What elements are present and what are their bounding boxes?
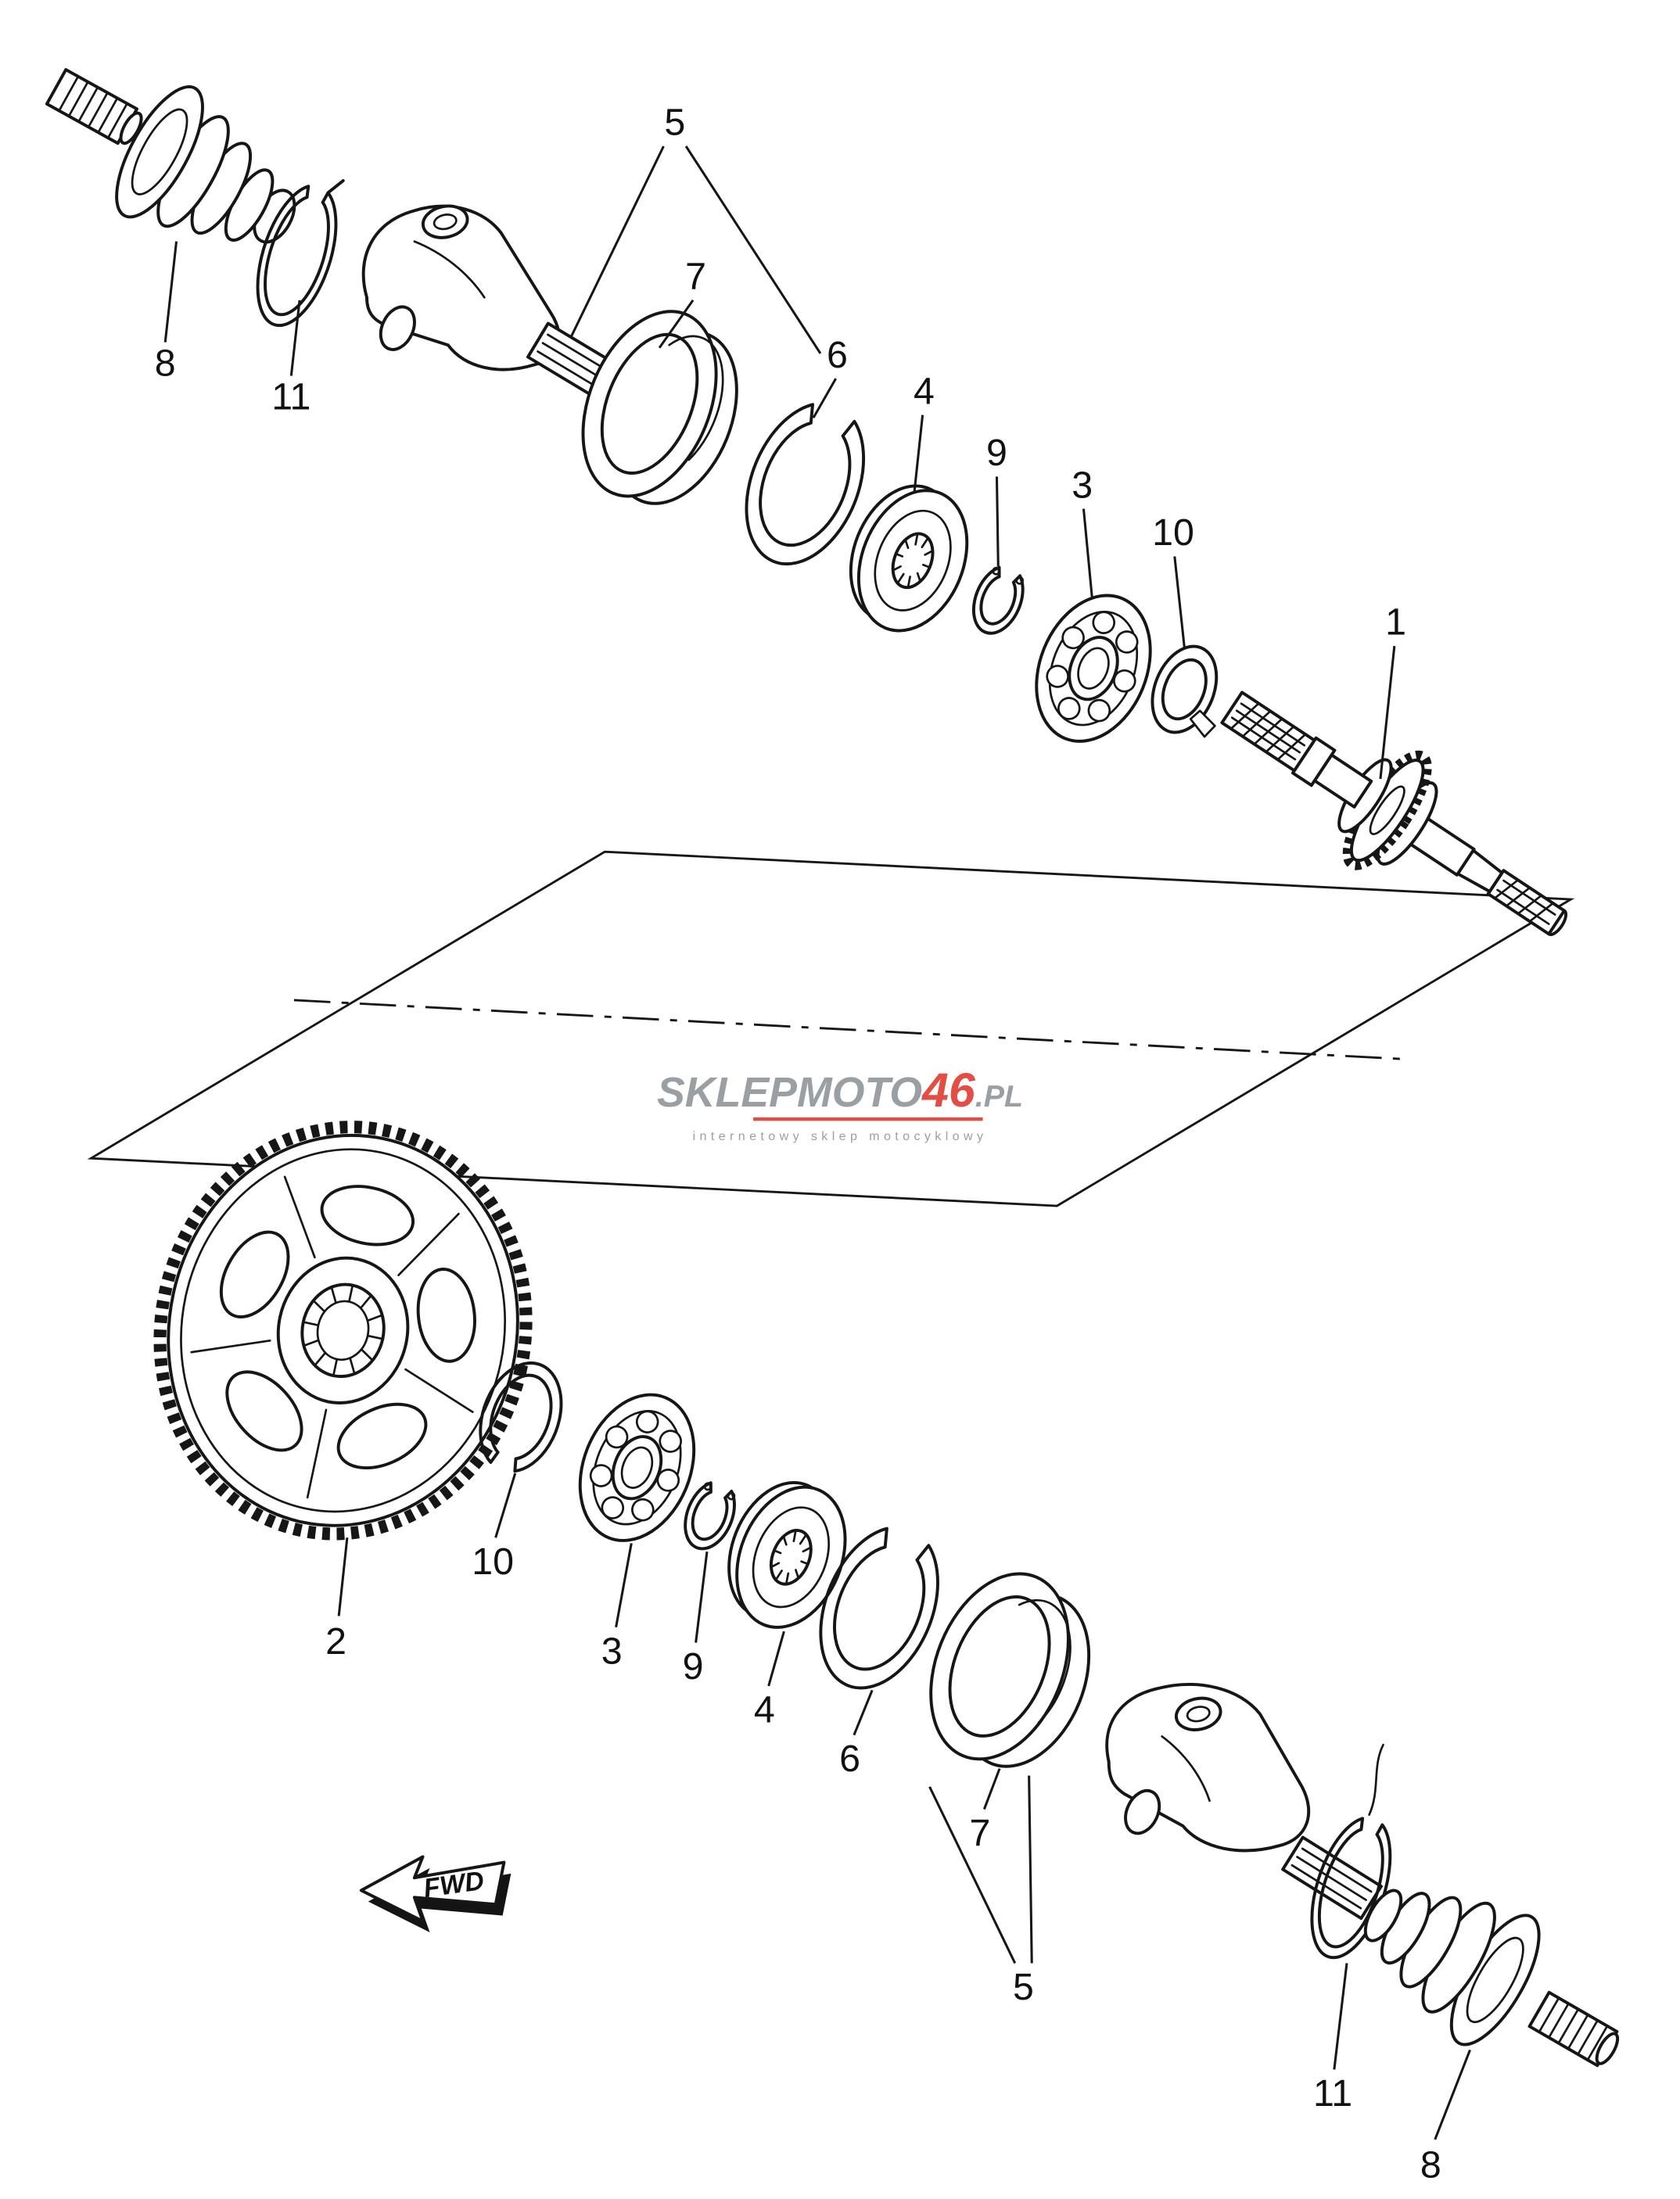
leader-top-5 (569, 145, 822, 354)
leader-top-9 (995, 476, 1000, 567)
leader-bottom-9 (695, 1551, 709, 1643)
leader-top-7 (658, 300, 695, 349)
callout-top-9: 9 (986, 432, 1007, 474)
gear-cutout (336, 1402, 428, 1469)
leader-bottom-5 (928, 1775, 1033, 1964)
callout-bottom-2: 2 (325, 1620, 346, 1663)
gear-cutout (219, 1230, 290, 1318)
part-snap-ring-top (971, 565, 1025, 635)
callout-bottom-3: 3 (601, 1630, 623, 1672)
part-ball-bearing-top (1035, 594, 1152, 743)
gear-cutout (416, 1268, 476, 1363)
part-snap-ring-bottom (684, 1481, 736, 1551)
leader-top-1 (1379, 645, 1396, 780)
part-split-ring-bottom (819, 1526, 939, 1690)
leader-top-11 (289, 300, 301, 376)
callout-top-5: 5 (664, 102, 685, 144)
callout-top-11: 11 (271, 376, 311, 418)
leader-top-4 (913, 414, 924, 494)
callout-top-6: 6 (827, 334, 848, 376)
part-final-driven-gear (153, 1121, 533, 1541)
leader-bottom-11 (1333, 1963, 1348, 2070)
fwd-arrow-body (359, 1855, 506, 1923)
part-universal-joint-bottom (1105, 1683, 1383, 1921)
leader-bottom-7 (982, 1768, 1001, 1810)
leader-bottom-8 (1434, 2049, 1471, 2140)
callout-bottom-11: 11 (1313, 2072, 1352, 2115)
part-spring-washer-bottom (1310, 1743, 1392, 1960)
part-coupling-stub-top (45, 68, 143, 145)
joint-ear-hole-top (379, 305, 416, 351)
part-coupling-stub-bottom (1527, 1990, 1620, 2068)
callout-top-3: 3 (1072, 464, 1093, 506)
callout-bottom-6: 6 (839, 1738, 860, 1780)
leader-bottom-6 (853, 1689, 874, 1736)
callout-bottom-5: 5 (1013, 1966, 1034, 2008)
leader-bottom-3 (615, 1543, 633, 1628)
part-boot-top (115, 84, 296, 244)
part-ball-bearing-bottom (578, 1393, 696, 1542)
gear-cutout (320, 1185, 415, 1247)
part-tab-washer-top (1151, 644, 1219, 738)
callout-bottom-4: 4 (754, 1689, 775, 1731)
watermark-brand-suffix: .PL (975, 1079, 1023, 1114)
callout-top-8: 8 (155, 343, 176, 385)
leader-top-6 (812, 378, 837, 419)
callout-top-7: 7 (685, 256, 706, 298)
callout-bottom-7: 7 (970, 1812, 991, 1854)
leader-bottom-10 (494, 1473, 517, 1538)
part-split-ring-top (745, 403, 866, 566)
watermark-brand-red: 46 (921, 1064, 976, 1117)
callout-labels: 8 11 5 7 6 4 9 3 10 1 2 10 3 9 4 6 7 5 1… (155, 102, 1441, 2186)
callout-bottom-10: 10 (472, 1541, 514, 1583)
joint-ear-hole-bottom (1124, 1788, 1161, 1835)
leader-top-10 (1173, 556, 1186, 648)
callout-top-4: 4 (914, 370, 935, 412)
part-case-half-bottom (929, 1572, 1091, 1768)
gear-cutout (225, 1370, 303, 1452)
part-boot-bottom (1363, 1889, 1541, 2047)
watermark: SKLEPMOTO46.PL internetowy sklep motocyk… (657, 1064, 1023, 1143)
part-output-shaft (1220, 691, 1568, 936)
joint-cap-top (421, 204, 469, 239)
callout-leaders (163, 145, 1471, 2140)
leader-top-3 (1082, 508, 1093, 597)
watermark-brand-gray: SKLEPMOTO (657, 1069, 922, 1116)
callout-top-10: 10 (1152, 511, 1194, 554)
part-spline-bearing-bottom (727, 1480, 847, 1629)
part-universal-joint-top (361, 204, 561, 371)
callout-bottom-9: 9 (683, 1645, 704, 1688)
part-snap-washer-bottom (479, 1361, 563, 1473)
reference-plane (87, 850, 1575, 1207)
leader-top-8 (163, 241, 178, 343)
fwd-arrow: FWD (359, 1855, 512, 1933)
part-spring-washer-top (256, 179, 345, 328)
leader-bottom-2 (337, 1537, 349, 1616)
callout-bottom-8: 8 (1420, 2143, 1441, 2186)
part-case-half-top (581, 310, 738, 505)
joint-cap-bottom (1174, 1696, 1222, 1731)
reference-centerline (293, 999, 1401, 1060)
watermark-tagline: internetowy sklep motocyklowy (693, 1129, 988, 1143)
svg-text:SKLEPMOTO46.PL: SKLEPMOTO46.PL (657, 1064, 1023, 1117)
callout-top-1: 1 (1385, 601, 1406, 644)
leader-bottom-4 (767, 1630, 785, 1687)
part-spline-bearing-top (849, 484, 969, 633)
